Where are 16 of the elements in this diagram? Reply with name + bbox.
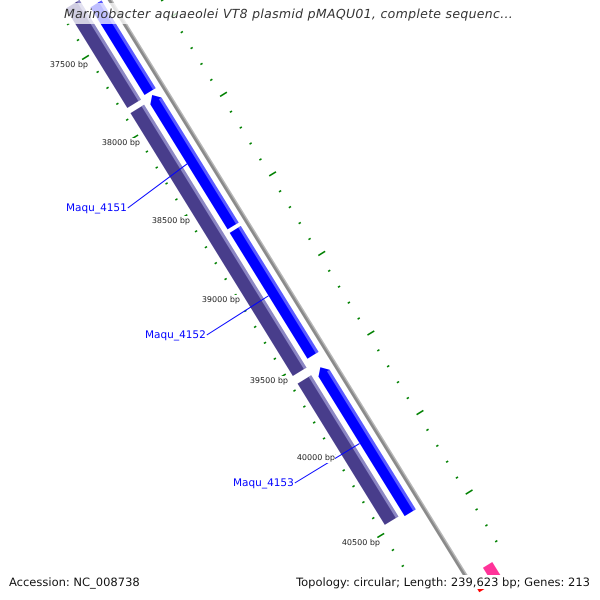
position-label: 40500 bp <box>342 538 380 548</box>
leader-line <box>206 295 269 336</box>
accession-text: Accession: NC_008738 <box>9 575 140 589</box>
position-label: 39000 bp <box>202 295 240 305</box>
summary-text: Topology: circular; Length: 239,623 bp; Genes: 213 <box>296 575 590 589</box>
gene-feature <box>230 226 318 359</box>
position-label: 37500 bp <box>50 60 88 70</box>
position-label: 40000 bp <box>296 453 335 463</box>
leader-line <box>294 443 360 484</box>
position-label: 39500 bp <box>250 376 288 386</box>
gene-label: Maqu_4153 <box>233 477 294 489</box>
position-label: 38500 bp <box>152 216 190 226</box>
leader-line <box>127 163 188 208</box>
gene-label: Maqu_4152 <box>145 329 206 341</box>
gene-label: Maqu_4151 <box>66 202 127 214</box>
position-label: 38000 bp <box>102 138 140 148</box>
